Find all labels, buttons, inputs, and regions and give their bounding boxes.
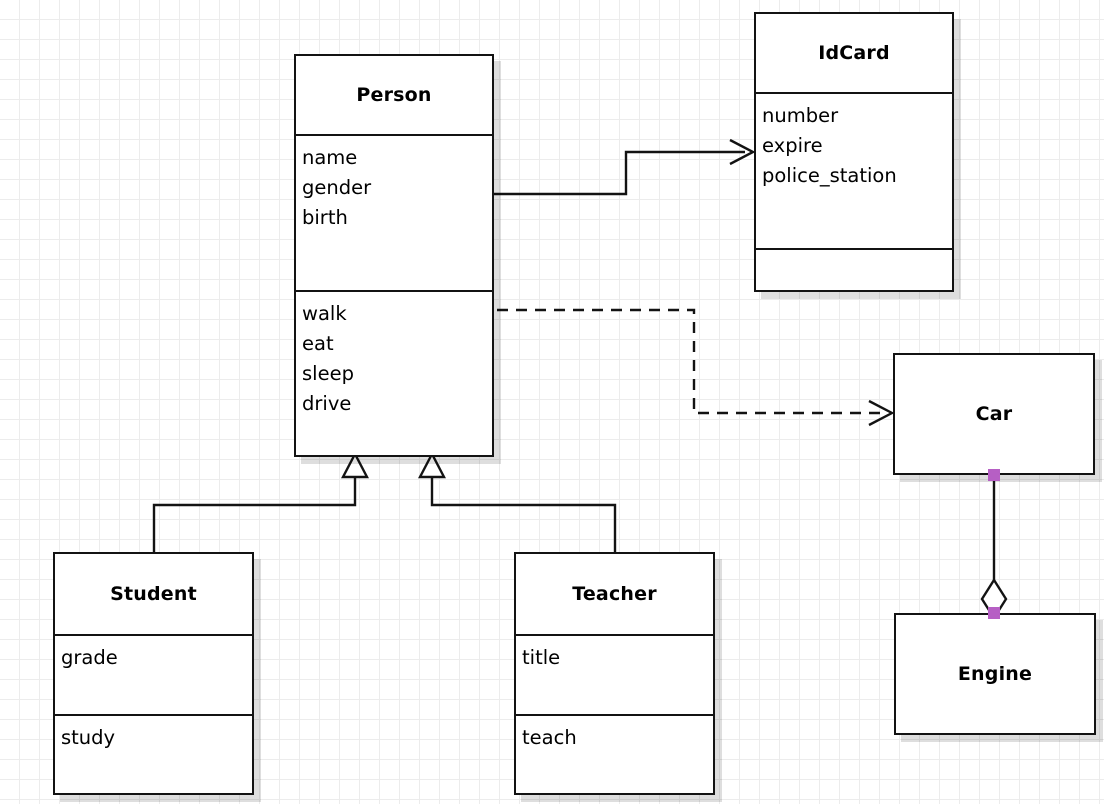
class-title-person: Person bbox=[356, 84, 432, 106]
attribute: gender bbox=[302, 176, 372, 199]
method: eat bbox=[302, 332, 334, 355]
teacher-person-line bbox=[430, 475, 617, 552]
attribute: birth bbox=[302, 206, 348, 229]
relation-person-idcard bbox=[494, 138, 756, 196]
class-attributes-idcard: number expire police_station bbox=[756, 92, 952, 248]
relation-teacher-person bbox=[418, 451, 617, 552]
person-idcard-arrowhead bbox=[729, 138, 756, 166]
class-title-engine: Engine bbox=[957, 663, 1033, 685]
class-methods-idcard bbox=[756, 248, 952, 294]
class-title-car: Car bbox=[975, 403, 1013, 425]
relation-person-car bbox=[497, 308, 895, 427]
person-car-line bbox=[497, 308, 884, 415]
attribute: title bbox=[522, 646, 561, 669]
method: teach bbox=[522, 726, 577, 749]
class-title-idcard: IdCard bbox=[818, 42, 890, 64]
attribute: name bbox=[302, 146, 358, 169]
attribute: expire bbox=[762, 134, 823, 157]
class-title-teacher: Teacher bbox=[572, 583, 657, 605]
teacher-person-triangle bbox=[418, 451, 446, 479]
method: sleep bbox=[302, 362, 354, 385]
class-attributes-teacher: title bbox=[516, 634, 713, 714]
class-attributes-student: grade bbox=[55, 634, 252, 714]
class-box-person[interactable]: Person name gender birth walk eat sleep … bbox=[294, 54, 494, 457]
method: study bbox=[61, 726, 116, 749]
student-person-line bbox=[152, 475, 357, 552]
class-box-engine[interactable]: Engine bbox=[894, 613, 1096, 735]
class-methods-student: study bbox=[55, 714, 252, 795]
class-box-teacher[interactable]: Teacher title teach bbox=[514, 552, 715, 795]
connector-handle-car[interactable] bbox=[988, 469, 1000, 481]
method: drive bbox=[302, 392, 352, 415]
person-idcard-line bbox=[494, 150, 745, 196]
class-box-car[interactable]: Car bbox=[893, 353, 1095, 475]
class-title-student: Student bbox=[110, 583, 197, 605]
class-methods-person: walk eat sleep drive bbox=[296, 290, 492, 454]
class-attributes-person: name gender birth bbox=[296, 134, 492, 290]
attribute: number bbox=[762, 104, 839, 127]
person-car-arrowhead bbox=[868, 399, 895, 427]
connector-handle-engine[interactable] bbox=[988, 607, 1000, 619]
class-box-student[interactable]: Student grade study bbox=[53, 552, 254, 795]
relation-car-engine bbox=[980, 477, 1008, 621]
student-person-triangle bbox=[341, 451, 369, 479]
method: walk bbox=[302, 302, 347, 325]
relation-student-person bbox=[152, 451, 369, 552]
attribute: grade bbox=[61, 646, 118, 669]
class-methods-teacher: teach bbox=[516, 714, 713, 795]
attribute: police_station bbox=[762, 164, 897, 187]
class-box-idcard[interactable]: IdCard number expire police_station bbox=[754, 12, 954, 292]
